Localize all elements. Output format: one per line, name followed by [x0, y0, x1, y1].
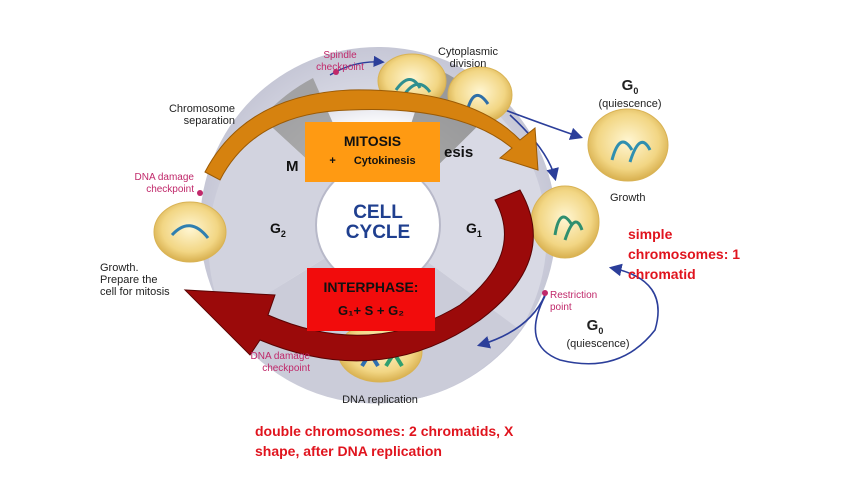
g0-bottom-letter: G	[586, 317, 599, 334]
restriction-point-label: Restriction point	[550, 290, 598, 313]
cytoplasmic-division-label: Cytoplasmic division	[438, 46, 498, 70]
phase-esis-partial: esis	[444, 144, 474, 161]
phase-g1-label: G1	[466, 220, 482, 239]
blue-arrow-g0-loop	[534, 263, 659, 365]
center-line-1: CELL	[353, 202, 403, 223]
blue-arrow-g1	[509, 114, 559, 182]
mitosis-plus: +	[329, 155, 336, 167]
mitosis-title: MITOSIS	[343, 133, 402, 149]
darkred-arrow	[183, 189, 534, 362]
growth-prepare-label: Growth. Prepare the cell for mitosis	[100, 262, 170, 298]
cell-growth-right	[530, 185, 600, 259]
quiescence-top-label: (quiescence)	[598, 98, 662, 110]
simple-chromosome-note: simple chromosomes: 1 chromatid	[628, 226, 741, 282]
spindle-checkpoint-dot	[333, 69, 339, 75]
double-chromosome-note: double chromosomes: 2 chromatids, X shap…	[255, 423, 514, 459]
interphase-title: INTERPHASE:	[323, 279, 419, 295]
g0-top-letter: G	[621, 77, 634, 94]
orange-arrow	[204, 89, 539, 181]
interphase-box: INTERPHASE: G₁+ S + G₂	[307, 268, 435, 331]
phase-g2-sub: 2	[280, 228, 286, 239]
blue-arrow-to-g0	[504, 109, 584, 140]
phase-g1-letter: G	[466, 220, 477, 236]
mitosis-sub-line: + Cytokinesis	[305, 155, 440, 167]
cell-g2	[153, 201, 227, 263]
phase-m-partial: M	[286, 158, 299, 175]
dna-replication-label: DNA replication	[342, 394, 418, 406]
phase-g2-letter: G	[270, 220, 281, 236]
mitosis-sub: Cytokinesis	[353, 155, 416, 167]
g0-bottom-sub: 0	[598, 326, 604, 336]
dna-damage-dot-top	[197, 190, 203, 196]
dna-damage-checkpoint-top-label: DNA damage checkpoint	[134, 172, 194, 195]
phase-g1-sub: 1	[476, 228, 482, 239]
dna-damage-checkpoint-bottom-label: DNA damage checkpoint	[250, 351, 310, 374]
quiescence-bottom-label: (quiescence)	[566, 338, 630, 350]
wedge-g2	[208, 118, 378, 320]
growth-right-label: Growth	[610, 192, 646, 204]
g0-bottom-label: G0	[560, 317, 630, 337]
phase-g2-label: G2	[270, 220, 286, 239]
center-label: CELL CYCLE	[328, 203, 428, 243]
restriction-point-dot	[542, 290, 548, 296]
g0-top-sub: 0	[633, 86, 639, 96]
center-line-2: CYCLE	[345, 222, 411, 243]
interphase-formula: G₁+ S + G₂	[337, 303, 405, 318]
cell-g0-top	[587, 108, 669, 182]
mitosis-box: MITOSIS + Cytokinesis	[305, 122, 440, 182]
g0-top-label: G0	[595, 77, 665, 97]
spindle-checkpoint-label: Spindle checkpoint	[316, 50, 364, 73]
chromosome-separation-label: Chromosome separation	[168, 103, 235, 127]
